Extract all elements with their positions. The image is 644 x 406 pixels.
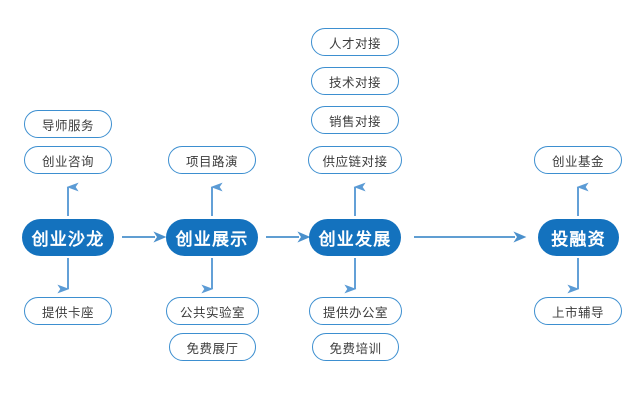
sub-node-stage-3-below-0[interactable]: 提供办公室	[309, 297, 402, 325]
main-node-stage-3[interactable]: 创业发展	[309, 219, 401, 256]
main-node-stage-4[interactable]: 投融资	[538, 219, 619, 256]
sub-node-stage-3-above-1[interactable]: 技术对接	[311, 67, 399, 95]
sub-node-stage-2-below-1[interactable]: 免费展厅	[169, 333, 256, 361]
sub-node-stage-1-above-1[interactable]: 创业咨询	[24, 146, 112, 174]
sub-node-stage-4-below-0[interactable]: 上市辅导	[534, 297, 622, 325]
sub-node-stage-2-above-0[interactable]: 项目路演	[168, 146, 256, 174]
sub-node-stage-3-above-2[interactable]: 销售对接	[311, 106, 399, 134]
sub-node-stage-1-above-0[interactable]: 导师服务	[24, 110, 112, 138]
sub-node-stage-4-above-0[interactable]: 创业基金	[534, 146, 622, 174]
sub-node-stage-2-below-0[interactable]: 公共实验室	[166, 297, 259, 325]
sub-node-stage-3-above-0[interactable]: 人才对接	[311, 28, 399, 56]
sub-node-stage-3-above-3[interactable]: 供应链对接	[308, 146, 402, 174]
main-node-stage-1[interactable]: 创业沙龙	[22, 219, 114, 256]
sub-node-stage-3-below-1[interactable]: 免费培训	[312, 333, 399, 361]
main-node-stage-2[interactable]: 创业展示	[166, 219, 258, 256]
sub-node-stage-1-below-0[interactable]: 提供卡座	[24, 297, 112, 325]
